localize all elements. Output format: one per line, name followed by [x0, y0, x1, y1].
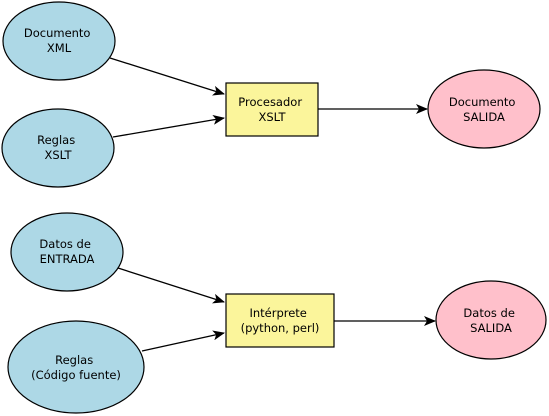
- node-reglas-xslt: Reglas XSLT: [1, 108, 115, 188]
- node-datos-salida-line1: Datos de: [463, 306, 514, 320]
- node-datos-entrada: Datos de ENTRADA: [10, 212, 124, 292]
- node-interprete-line1: Intérprete: [249, 306, 306, 320]
- node-procesador-xslt-line2: XSLT: [258, 110, 286, 124]
- node-codigo-fuente-line2: (Código fuente): [31, 368, 121, 382]
- node-documento-xml: Documento XML: [2, 1, 116, 81]
- svg-text:Documento SALIDA: Documento SALIDA: [449, 95, 519, 124]
- svg-text:Reglas XSLT: Reglas XSLT: [37, 133, 79, 162]
- svg-text:Documento XML: Documento XML: [24, 26, 94, 55]
- node-datos-salida: Datos de SALIDA: [435, 280, 547, 360]
- svg-text:Datos de SALIDA: Datos de SALIDA: [463, 306, 518, 335]
- arrow-datos-to-interpreter: [117, 267, 225, 304]
- node-procesador-xslt-shape: [225, 82, 319, 137]
- arrow-codigo-to-interpreter: [141, 330, 225, 352]
- svg-text:Reglas (Código fuente): Reglas (Código fuente): [31, 353, 121, 382]
- node-procesador-xslt-line1: Procesador: [238, 95, 302, 109]
- node-procesador-xslt: Procesador XSLT: [225, 82, 319, 137]
- node-documento-xml-line2: XML: [47, 41, 72, 55]
- node-datos-salida-shape: [435, 280, 547, 360]
- node-reglas-xslt-line2: XSLT: [44, 148, 72, 162]
- node-datos-entrada-line1: Datos de: [39, 237, 90, 251]
- arrow-rules-to-processor: [112, 114, 225, 138]
- node-documento-salida-shape: [427, 69, 541, 149]
- node-interprete: Intérprete (python, perl): [225, 293, 335, 348]
- node-interprete-line2: (python, perl): [241, 321, 320, 335]
- node-reglas-xslt-shape: [1, 108, 115, 188]
- svg-text:Procesador XSLT: Procesador XSLT: [238, 95, 305, 124]
- node-datos-entrada-line2: ENTRADA: [40, 252, 95, 266]
- node-documento-salida-line1: Documento: [449, 95, 516, 109]
- node-codigo-fuente-line1: Reglas: [55, 353, 93, 367]
- node-codigo-fuente: Reglas (Código fuente): [7, 320, 145, 414]
- node-reglas-xslt-line1: Reglas: [37, 133, 75, 147]
- node-datos-entrada-shape: [10, 212, 124, 292]
- node-documento-xml-line1: Documento: [24, 26, 91, 40]
- arrow-xml-to-processor: [109, 57, 225, 96]
- node-interprete-shape: [225, 293, 335, 348]
- node-documento-xml-shape: [2, 1, 116, 81]
- node-documento-salida-line2: SALIDA: [463, 110, 505, 124]
- svg-text:Datos de ENTRADA: Datos de ENTRADA: [39, 237, 94, 266]
- svg-text:Intérprete (python, perl: Intérprete (python, perl): [241, 306, 320, 335]
- node-documento-salida: Documento SALIDA: [427, 69, 541, 149]
- node-datos-salida-line2: SALIDA: [470, 321, 512, 335]
- node-codigo-fuente-shape: [7, 320, 145, 414]
